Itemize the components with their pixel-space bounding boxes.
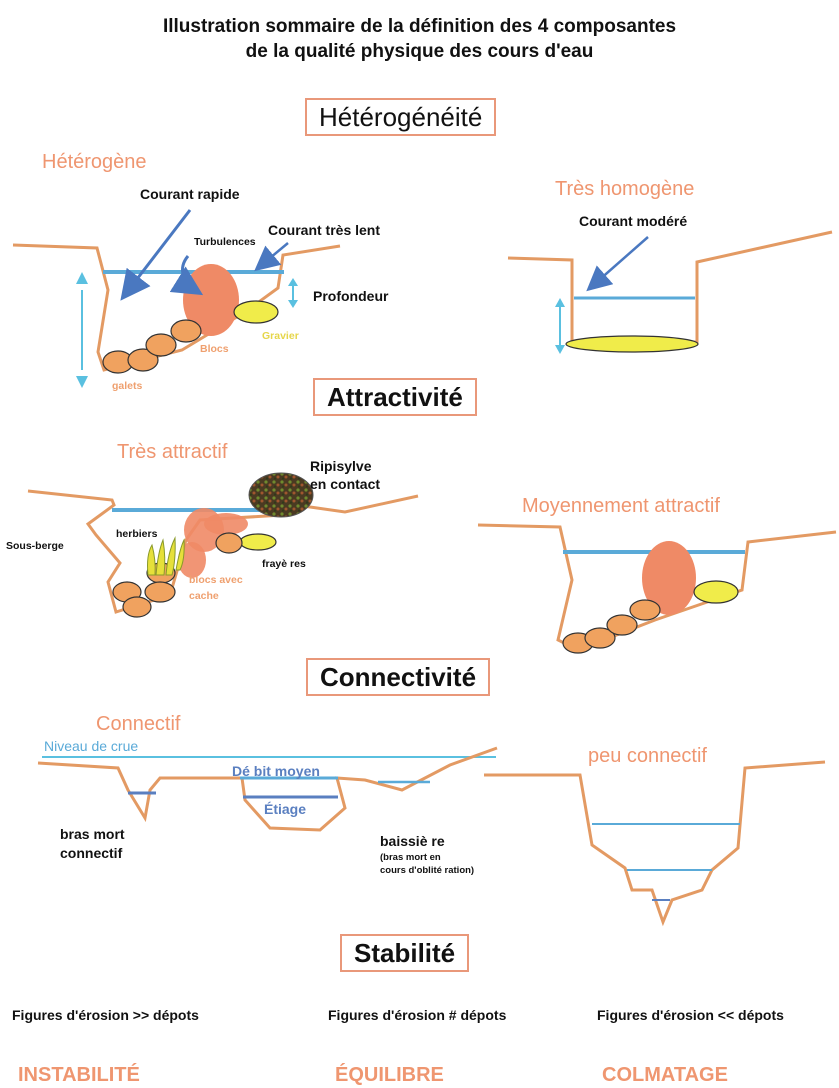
label-courant-modere: Courant modéré [579, 213, 688, 229]
state-colmatage: COLMATAGE [602, 1064, 728, 1086]
page-title-line-2: de la qualité physique des cours d'eau [245, 41, 594, 62]
label-peu-connectif: peu connectif [588, 745, 707, 767]
label-baissiere-note-2: cours d'oblité ration) [380, 865, 475, 876]
label-connectif: Connectif [96, 713, 181, 735]
peu-connectif-diagram [484, 760, 826, 927]
pebble [629, 599, 661, 621]
gravel-shape [693, 580, 739, 604]
depth-arrowhead [76, 272, 88, 388]
aquatic-plants [147, 536, 185, 576]
label-debit-moyen: Dé bit moyen [232, 763, 320, 779]
label-blocs-cache-2: cache [189, 590, 219, 602]
label-bras-mort-1: bras mort [60, 826, 125, 842]
label-courant-rapide: Courant rapide [140, 186, 240, 202]
pebble [145, 333, 177, 357]
river-bank [484, 760, 826, 927]
label-frayeres: frayè res [262, 558, 306, 570]
homogene-diagram [507, 230, 833, 354]
heading-stabilite: Stabilité [340, 934, 470, 972]
riparian-vegetation [248, 472, 314, 518]
label-tres-attractif: Très attractif [117, 441, 228, 463]
caption-colmatage: Figures d'érosion << dépots [597, 1007, 784, 1023]
river-bank [507, 230, 833, 344]
pebble [215, 532, 243, 554]
label-galets: galets [112, 380, 143, 392]
river-bank [37, 746, 498, 832]
caption-equilibre: Figures d'érosion # dépots [328, 1007, 507, 1023]
heading-attractivite: Attractivité [313, 378, 477, 416]
courant-modere-arrow [586, 236, 649, 292]
label-profondeur: Profondeur [313, 288, 389, 304]
depth-arrowhead [288, 278, 298, 308]
heterogene-diagram [12, 209, 341, 388]
label-tres-homogene: Très homogène [555, 178, 695, 200]
pebble [144, 581, 176, 603]
turbulence-arrow [169, 255, 204, 296]
pebble [606, 614, 638, 636]
label-gravier: Gravier [262, 330, 299, 342]
gravel-shape [233, 300, 279, 324]
label-etiage: Étiage [264, 801, 307, 817]
state-equilibre: ÉQUILIBRE [335, 1064, 444, 1086]
block-shape [178, 542, 206, 578]
river-bank [12, 243, 341, 372]
label-sous-berge: Sous-berge [6, 540, 64, 552]
label-moyennement-attractif: Moyennement attractif [522, 495, 720, 517]
label-bras-mort-2: connectif [60, 845, 123, 861]
pebble [170, 319, 202, 343]
attractif-diagram [27, 472, 419, 618]
block-shape [204, 513, 248, 535]
label-courant-lent: Courant très lent [268, 222, 381, 238]
pebble [122, 596, 152, 618]
label-heterogene: Hétérogène [42, 151, 147, 173]
page-title-line-1: Illustration sommaire de la définition d… [162, 16, 677, 37]
gravel-shape [565, 335, 699, 353]
heading-heterogeneite: Hétérogénéité [305, 98, 497, 136]
label-turbulences: Turbulences [194, 236, 256, 248]
label-ripisylve-2: en contact [310, 476, 381, 492]
courant-rapide-arrow [120, 209, 192, 301]
label-herbiers: herbiers [116, 528, 158, 540]
pebble [584, 627, 616, 649]
block-shape [642, 541, 696, 615]
label-niveau-crue: Niveau de crue [44, 738, 139, 754]
heading-connectivite: Connectivité [306, 658, 491, 696]
moyennement-attractif-diagram [477, 523, 837, 654]
state-instabilite: INSTABILITÉ [18, 1064, 140, 1086]
label-baissiere: baissiè re [380, 833, 445, 849]
connectif-diagram [37, 746, 498, 832]
spawning-gravel [239, 533, 277, 551]
courant-lent-arrow [254, 242, 289, 272]
caption-instabilite: Figures d'érosion >> dépots [12, 1007, 199, 1023]
label-baissiere-note-1: (bras mort en [380, 852, 441, 863]
label-blocs: Blocs [200, 343, 229, 355]
label-blocs-cache-1: blocs avec [189, 574, 243, 586]
pebble [127, 348, 159, 372]
label-ripisylve-1: Ripisylve [310, 458, 372, 474]
